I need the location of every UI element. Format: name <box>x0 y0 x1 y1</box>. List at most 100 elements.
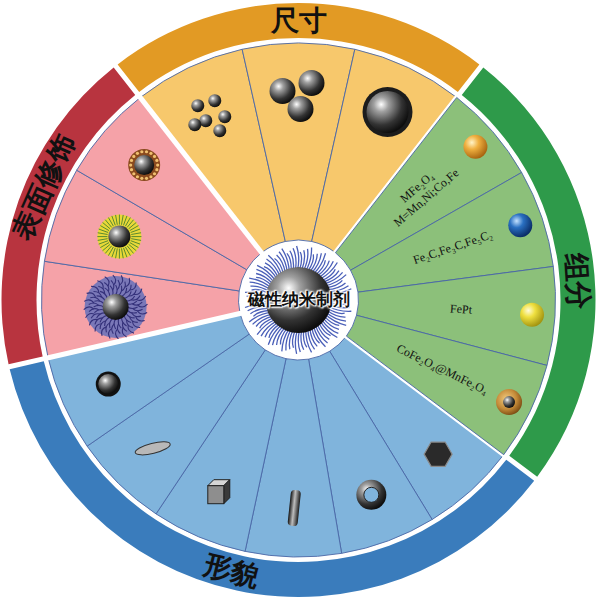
polymer-chain <box>124 291 131 298</box>
surface-chain <box>328 297 348 299</box>
polymer-chain <box>134 289 142 295</box>
polymer-chain <box>136 296 145 300</box>
polymer-chain <box>133 308 143 310</box>
nano-rod <box>287 490 301 527</box>
polymer-chain <box>91 286 99 292</box>
particle-sphere <box>503 396 515 408</box>
ligand-chain <box>127 220 133 228</box>
surface-chain <box>328 304 350 308</box>
ligand-chain <box>99 241 108 244</box>
band-arc <box>462 68 596 477</box>
component-formula: CoFe₂O₄@MnFe₂O₄ <box>395 342 491 398</box>
nano-disc <box>134 439 171 457</box>
polymer-chain <box>132 313 141 317</box>
surface-chain <box>275 258 284 274</box>
surface-chain <box>261 321 277 336</box>
surface-chain <box>328 302 348 305</box>
particle-shell <box>363 87 413 137</box>
surface-chain <box>249 312 271 322</box>
particle-sphere <box>463 135 487 159</box>
polymer-chain <box>138 304 148 307</box>
polymer-chain <box>94 305 104 307</box>
surface-chain <box>293 248 296 270</box>
polymer-chain <box>111 280 114 290</box>
shell-dot <box>136 175 139 178</box>
surface-chain <box>326 280 342 287</box>
surface-chain <box>251 301 269 303</box>
particle-sphere <box>188 118 201 131</box>
surface-chain <box>324 316 339 326</box>
polymer-chain <box>94 291 102 297</box>
sector-wedge <box>346 315 547 454</box>
shell-dot <box>149 152 152 155</box>
surface-chain <box>245 292 269 296</box>
polymer-chain <box>89 303 99 305</box>
surface-chain <box>265 263 278 278</box>
polymer-chain <box>122 288 127 297</box>
polymer-chain <box>125 278 130 287</box>
shell-dot <box>145 177 148 180</box>
ligand-coat <box>97 215 141 259</box>
polymer-chain <box>106 323 110 332</box>
band-arc <box>10 361 535 597</box>
ligand-chain <box>105 246 111 254</box>
polymer-chain <box>130 317 138 323</box>
shell-dot <box>153 155 156 158</box>
particle-sphere <box>520 303 544 327</box>
polymer-chain <box>100 321 106 329</box>
surface-chain <box>257 265 275 280</box>
surface-chain <box>320 262 337 279</box>
surface-chain <box>325 275 346 286</box>
surface-chain <box>327 286 348 292</box>
surface-chain <box>297 246 299 270</box>
surface-chain <box>328 293 346 296</box>
category-gap <box>345 335 538 481</box>
surface-chain <box>287 253 291 270</box>
polymer-chain <box>116 285 118 295</box>
particle-sphere <box>218 110 231 123</box>
surface-chain <box>269 324 280 338</box>
shell-dot <box>136 152 139 155</box>
surface-chain <box>319 322 331 335</box>
surface-chain <box>250 308 269 314</box>
cube-side <box>224 480 230 504</box>
surface-sector <box>77 97 262 269</box>
surface-chain <box>314 253 326 274</box>
polymer-chain <box>125 285 131 293</box>
polymer-chain <box>100 315 107 322</box>
surface-chain <box>265 322 278 337</box>
polymer-chain <box>137 311 147 314</box>
surface-chain <box>249 278 271 288</box>
category-label: 表面修饰 <box>6 129 81 244</box>
nano-ring <box>356 480 386 510</box>
ligand-chain <box>119 249 120 259</box>
surface-chain <box>280 328 287 345</box>
surface-chain <box>317 324 329 340</box>
polymer-chain <box>105 277 109 286</box>
surface-chain <box>248 306 270 311</box>
surface-chain <box>253 314 272 324</box>
polymer-chain <box>95 324 101 332</box>
shell-coat <box>128 149 160 181</box>
cube-front <box>208 486 224 504</box>
surface-chain <box>253 310 270 316</box>
surface-chain <box>268 325 281 345</box>
surface-chain <box>327 308 344 313</box>
ligand-chain <box>116 215 118 225</box>
band-arc <box>118 3 480 92</box>
surface-chain <box>304 249 308 271</box>
polymer-chain <box>116 329 119 339</box>
polymer-chain <box>94 310 104 313</box>
surface-chain <box>306 248 312 271</box>
polymer-chain <box>89 309 99 312</box>
shell-dot <box>149 175 152 178</box>
ligand-chain <box>103 222 111 228</box>
